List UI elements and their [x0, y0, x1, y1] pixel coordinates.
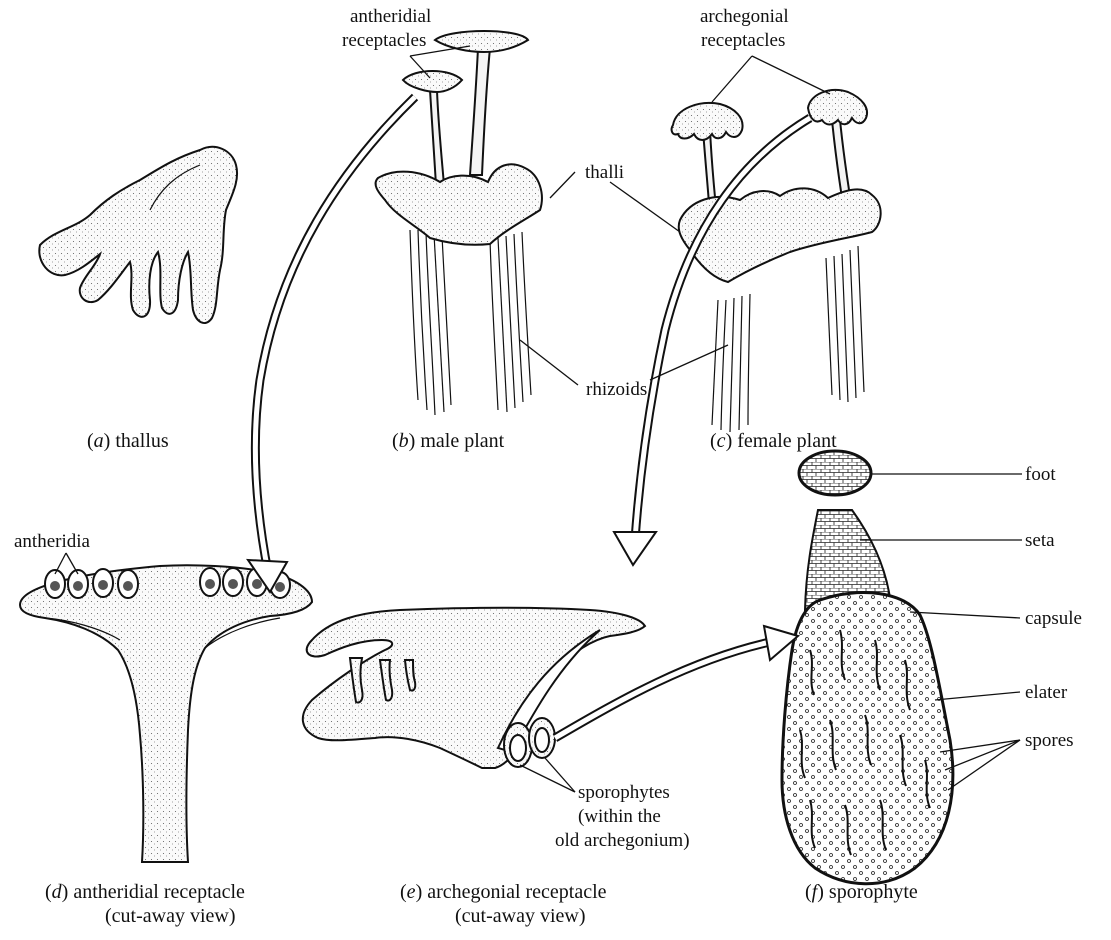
label-sporophytes: sporophytes (within the old archegonium) [520, 758, 690, 851]
label-spores: spores [940, 730, 1074, 790]
label-thalli: thalli [550, 162, 680, 232]
panel-e-archegonial-receptacle: (e) archegonial receptacle (cut-away vie… [303, 608, 645, 927]
label-antheridia: antheridia [14, 531, 91, 574]
svg-text:receptacles: receptacles [701, 30, 785, 51]
sporophytes-in-archegonium [504, 718, 555, 767]
arrow-male-to-antheridial [248, 97, 415, 592]
sporophyte-foot [799, 451, 871, 495]
antheridial-receptacle-small [403, 71, 462, 92]
label-foot: foot [872, 464, 1056, 485]
svg-text:seta: seta [1025, 530, 1055, 551]
panel-f-caption: (f) sporophyte [805, 881, 918, 903]
svg-text:spores: spores [1025, 730, 1074, 751]
panel-a-thallus: (a) thallus [39, 147, 237, 452]
svg-text:archegonial: archegonial [700, 6, 789, 27]
svg-text:elater: elater [1025, 682, 1068, 703]
svg-text:receptacles: receptacles [342, 30, 426, 51]
panel-f-sporophyte: (f) sporophyte [782, 451, 953, 903]
panel-e-caption-line2: (cut-away view) [455, 905, 586, 927]
svg-text:rhizoids: rhizoids [586, 379, 647, 400]
label-capsule: capsule [910, 608, 1082, 629]
male-stalk-small [430, 90, 444, 185]
panel-b-caption: (b) male plant [392, 430, 505, 452]
panel-d-caption-line1: (d) antheridial receptacle [45, 881, 245, 903]
archegonial-receptacle-right [808, 90, 867, 125]
thallus-drawing [39, 147, 237, 323]
panel-a-caption: (a) thallus [87, 430, 169, 452]
svg-text:old archegonium): old archegonium) [555, 830, 690, 851]
label-elater: elater [935, 682, 1068, 703]
svg-text:(within the: (within the [578, 806, 661, 827]
panel-d-caption-line2: (cut-away view) [105, 905, 236, 927]
label-archegonial-receptacles: archegonial receptacles [700, 6, 830, 102]
label-rhizoids: rhizoids [520, 340, 728, 400]
panel-e-caption-line1: (e) archegonial receptacle [400, 881, 607, 903]
archegonial-receptacle-left [672, 103, 743, 140]
antheridial-receptacle-section [20, 565, 312, 862]
svg-text:capsule: capsule [1025, 608, 1082, 629]
panel-b-male-plant: (b) male plant [376, 31, 542, 452]
male-stalk-large [470, 48, 490, 175]
svg-text:sporophytes: sporophytes [578, 782, 670, 803]
svg-text:thalli: thalli [585, 162, 624, 183]
panel-c-caption: (c) female plant [710, 430, 837, 452]
male-rhizoids [410, 230, 531, 415]
panel-d-antheridial-receptacle: (d) antheridial receptacle (cut-away vie… [20, 565, 312, 927]
svg-text:antheridia: antheridia [14, 531, 91, 552]
svg-text:foot: foot [1025, 464, 1056, 485]
svg-text:antheridial: antheridial [350, 6, 431, 27]
label-seta: seta [860, 530, 1055, 551]
male-thalli [376, 164, 542, 244]
